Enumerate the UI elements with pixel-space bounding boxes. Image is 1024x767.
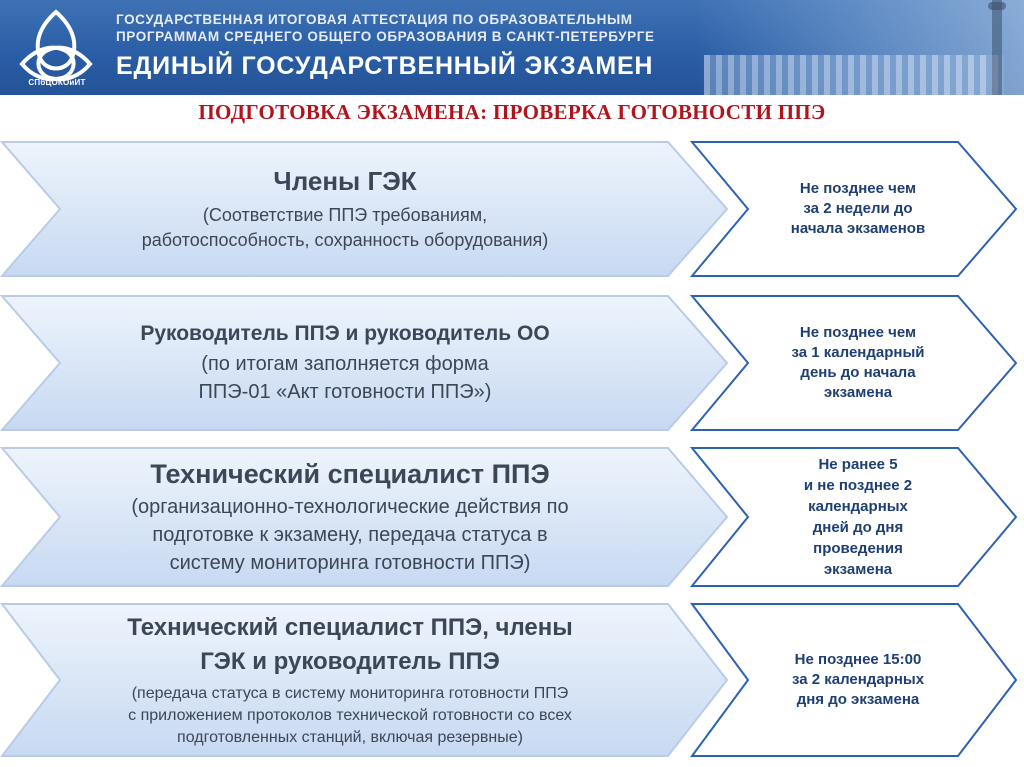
step-arrow-shape <box>0 447 729 587</box>
deadline-arrow-shape <box>690 447 1018 587</box>
column-top-silhouette <box>988 2 1006 10</box>
deadline-arrow-shape <box>690 141 1018 277</box>
column-silhouette <box>992 0 1002 95</box>
organization-logo-icon <box>19 9 93 82</box>
process-step-1: Члены ГЭК (Соответствие ППЭ требованиям,… <box>0 140 730 278</box>
deadline-arrow-shape <box>690 295 1018 431</box>
deadline-line: Не позднее чем <box>799 324 917 341</box>
step-desc-line: работоспособность, сохранность оборудова… <box>141 230 549 250</box>
step-arrow-shape <box>0 603 729 757</box>
step-title-line: Технический специалист ППЭ <box>150 459 550 489</box>
header-line-2: ПРОГРАММАМ СРЕДНЕГО ОБЩЕГО ОБРАЗОВАНИЯ В… <box>116 29 655 44</box>
deadline-step-1: Не позднее чем за 2 недели до начала экз… <box>690 140 1024 278</box>
step-desc-line: подготовке к экзамену, передача статуса … <box>152 524 548 546</box>
deadline-line: начала экзаменов <box>790 220 926 237</box>
deadline-line: экзамена <box>823 561 893 578</box>
deadline-line: экзамена <box>823 384 893 401</box>
header-main-title: ЕДИНЫЙ ГОСУДАРСТВЕННЫЙ ЭКЗАМЕН <box>116 52 654 80</box>
deadline-step-3: Не ранее 5 и не позднее 2 календарных дн… <box>690 446 1024 588</box>
step-desc-line: (организационно-технологические действия… <box>131 496 569 518</box>
step-arrow-shape <box>0 295 729 431</box>
deadline-line: дня до экзамена <box>796 691 920 708</box>
step-desc-line: с приложением протоколов технической гот… <box>128 707 572 724</box>
deadline-line: дней до дня <box>812 519 904 536</box>
deadline-line: за 2 календарных <box>791 671 925 688</box>
step-desc-line: систему мониторинга готовности ППЭ) <box>169 552 531 574</box>
process-step-2: Руководитель ППЭ и руководитель ОО (по и… <box>0 294 730 432</box>
deadline-line: день до начала <box>800 364 916 381</box>
deadline-line: и не позднее 2 <box>803 477 913 494</box>
deadline-line: за 1 календарный <box>791 344 925 361</box>
deadline-arrow-shape <box>690 603 1018 757</box>
process-step-4: Технический специалист ППЭ, члены ГЭК и … <box>0 602 730 758</box>
page-subtitle: ПОДГОТОВКА ЭКЗАМЕНА: ПРОВЕРКА ГОТОВНОСТИ… <box>198 100 826 124</box>
step-desc-line: ППЭ-01 «Акт готовности ППЭ») <box>198 381 492 403</box>
step-desc-line: подготовленных станций, включая резервны… <box>177 729 523 746</box>
deadline-line: Не ранее 5 <box>818 456 898 473</box>
step-title-line: ГЭК и руководитель ППЭ <box>200 648 500 675</box>
deadline-step-4: Не позднее 15:00 за 2 календарных дня до… <box>690 602 1024 758</box>
process-step-3: Технический специалист ППЭ (организацион… <box>0 446 730 588</box>
deadline-line: Не позднее чем <box>799 180 917 197</box>
logo-text: СПбЦОКОиИТ <box>28 78 86 87</box>
deadline-line: календарных <box>808 498 908 515</box>
deadline-step-2: Не позднее чем за 1 календарный день до … <box>690 294 1024 432</box>
header-background-photo <box>694 0 1024 95</box>
step-desc-line: (передача статуса в систему мониторинга … <box>131 685 569 702</box>
step-title-line: Члены ГЭК <box>273 166 417 196</box>
building-silhouette <box>704 55 1004 95</box>
header-line-1: ГОСУДАРСТВЕННАЯ ИТОГОВАЯ АТТЕСТАЦИЯ ПО О… <box>116 12 633 27</box>
header-banner: СПбЦОКОиИТ ГОСУДАРСТВЕННАЯ ИТОГОВАЯ АТТЕ… <box>0 0 1024 95</box>
deadline-line: проведения <box>813 540 903 557</box>
step-desc-line: (по итогам заполняется форма <box>201 353 489 375</box>
deadline-line: Не позднее 15:00 <box>794 651 922 668</box>
step-arrow-shape <box>0 141 729 277</box>
deadline-line: за 2 недели до <box>803 200 913 217</box>
step-title-line: Технический специалист ППЭ, члены <box>127 614 573 641</box>
step-title-line: Руководитель ППЭ и руководитель ОО <box>140 322 550 345</box>
step-desc-line: (Соответствие ППЭ требованиям, <box>202 205 488 225</box>
